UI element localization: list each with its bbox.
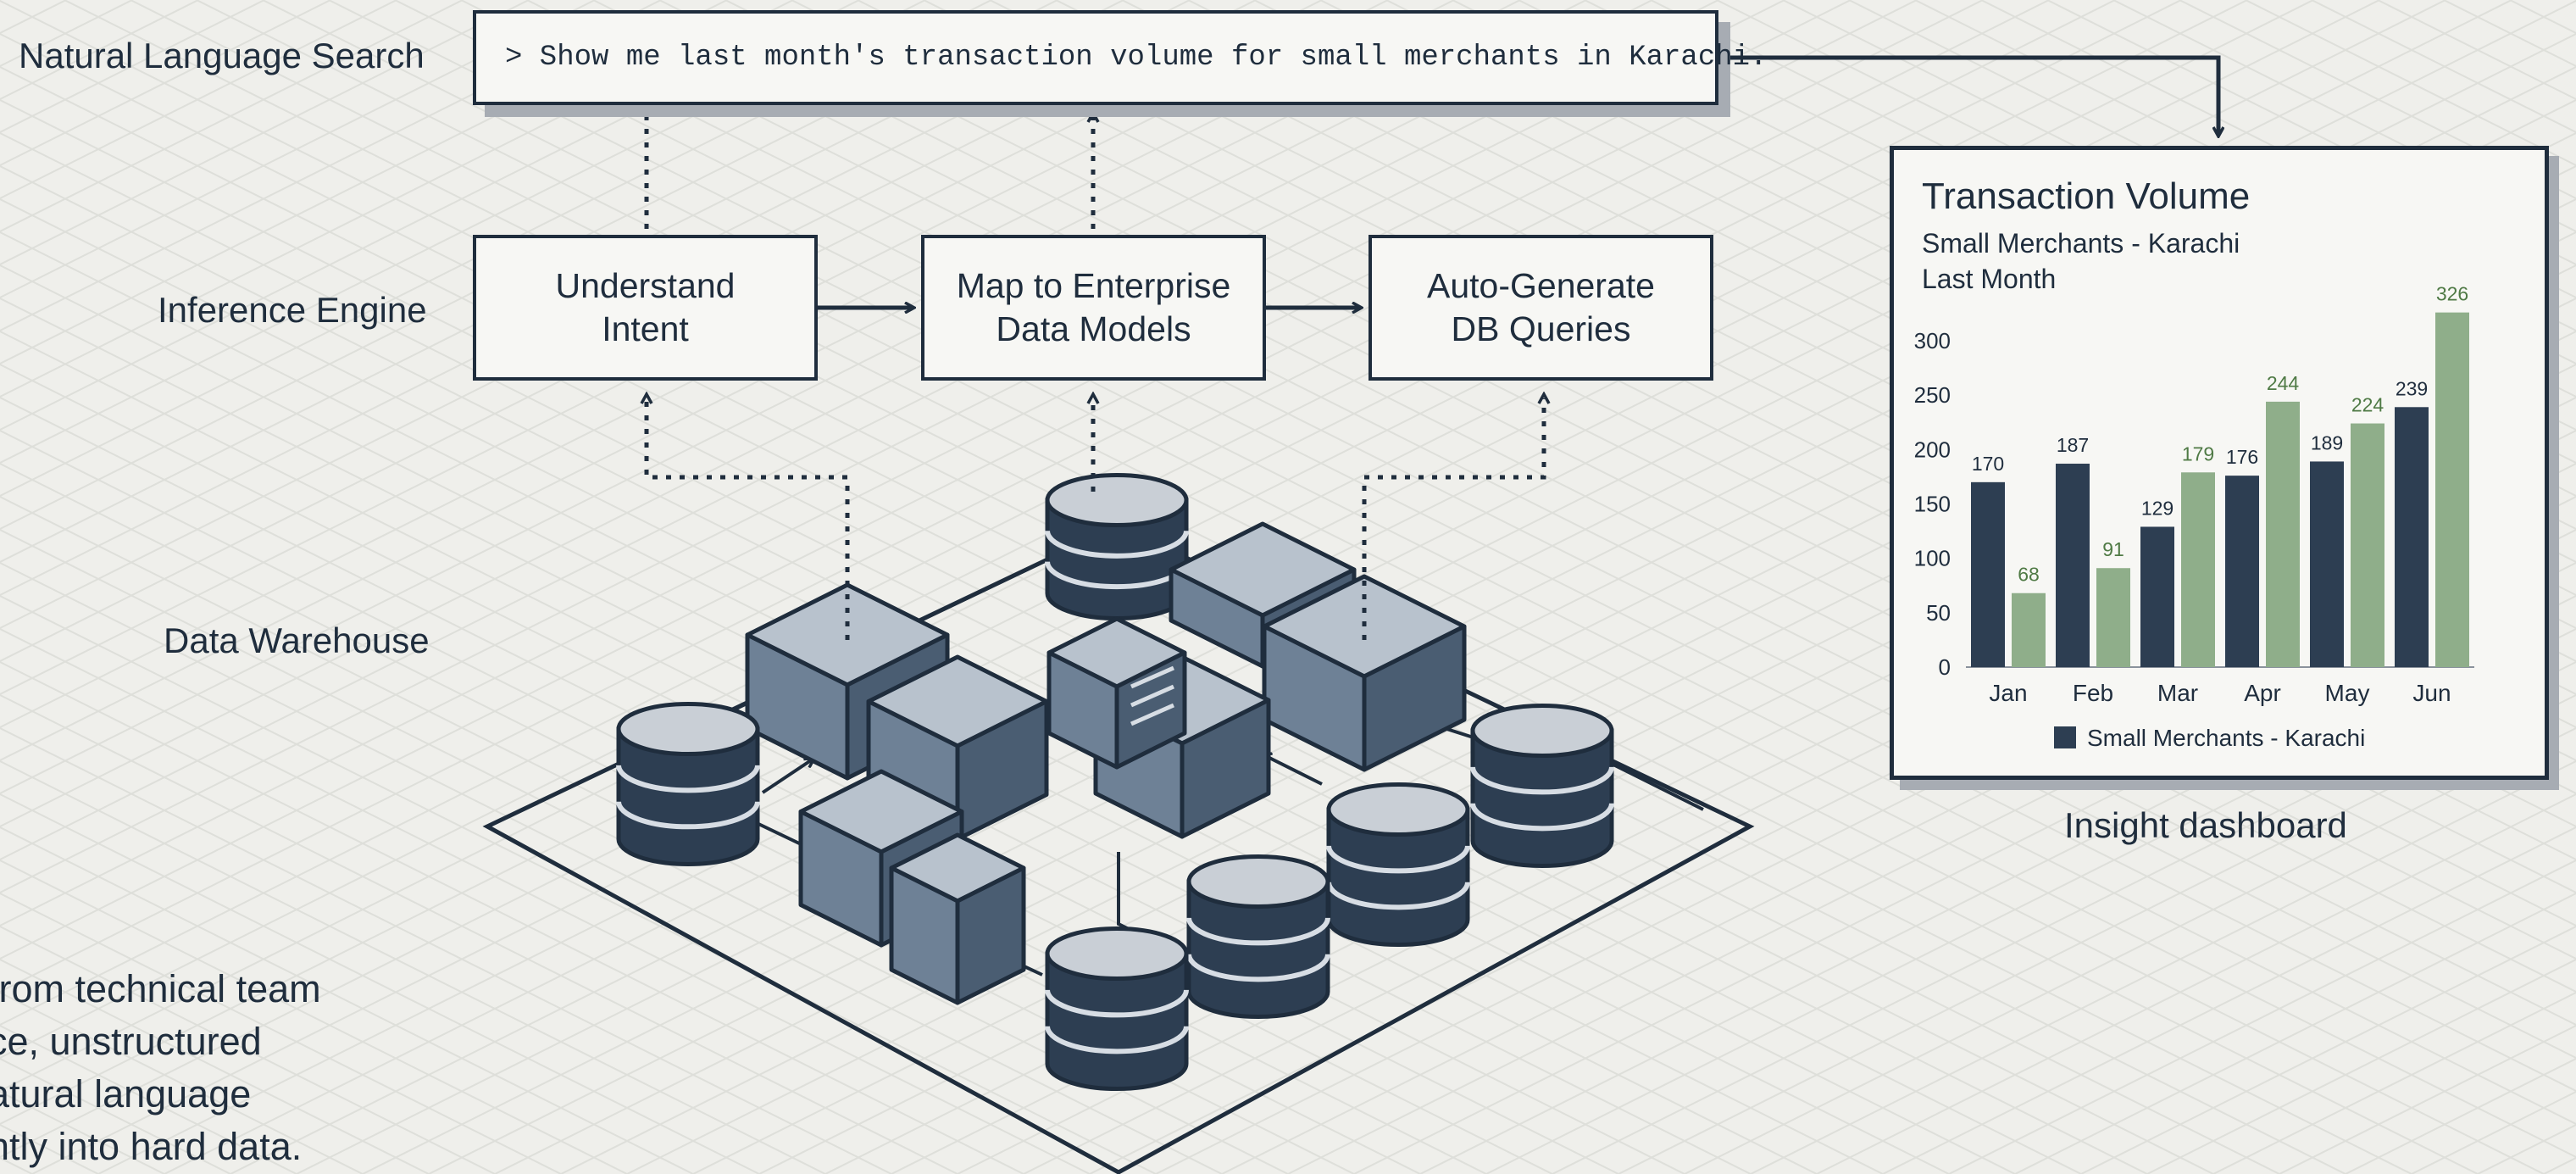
- dashboard-title: Transaction Volume: [1922, 175, 2251, 217]
- data-cube: [889, 832, 1026, 1005]
- y-tick-label: 50: [1926, 600, 1951, 626]
- x-tick-label: May: [2325, 680, 2370, 706]
- engine-step-line1: Map to Enterprise: [956, 266, 1231, 305]
- bar-value-label: 187: [2057, 434, 2089, 456]
- dotted-flows: [647, 112, 1544, 640]
- database-cylinder: [1470, 703, 1614, 868]
- bar-value-label: 239: [2396, 377, 2428, 399]
- bar: [2096, 568, 2130, 667]
- database-cylinder: [616, 701, 760, 866]
- dashboard-caption: Insight dashboard: [2064, 805, 2347, 845]
- description-line: atural language: [0, 1072, 252, 1116]
- y-tick-label: 0: [1939, 654, 1951, 680]
- y-tick-label: 300: [1914, 328, 1951, 353]
- x-tick-label: Jan: [1989, 680, 2027, 706]
- bar: [2351, 423, 2384, 667]
- x-tick-label: Mar: [2157, 680, 2198, 706]
- bar-value-label: 129: [2141, 497, 2174, 519]
- layer-label-search: Natural Language Search: [19, 36, 425, 75]
- bar: [1971, 481, 2005, 667]
- bar-value-label: 189: [2311, 431, 2343, 453]
- bar: [2056, 464, 2090, 667]
- bar-value-label: 68: [2018, 564, 2040, 586]
- bar-value-label: 244: [2267, 372, 2300, 394]
- description-line: from technical team: [0, 967, 321, 1010]
- engine-step-line1: Auto-Generate: [1427, 266, 1655, 305]
- database-cylinder: [1045, 926, 1189, 1091]
- bar-value-label: 224: [2351, 394, 2384, 416]
- solid-flows: [818, 55, 2218, 308]
- y-tick-label: 200: [1914, 437, 1951, 462]
- y-tick-label: 150: [1914, 492, 1951, 517]
- insight-dashboard-panel: Transaction Volume Small Merchants - Kar…: [1890, 146, 2549, 780]
- bar: [2181, 472, 2215, 667]
- database-cylinder: [1045, 472, 1189, 620]
- x-tick-label: Feb: [2073, 680, 2113, 706]
- description-line: ntly into hard data.: [0, 1125, 303, 1168]
- description-line: ce, unstructured: [0, 1020, 262, 1063]
- legend-label: Small Merchants - Karachi: [2087, 725, 2365, 751]
- x-tick-label: Apr: [2244, 680, 2281, 706]
- layer-label-engine: Inference Engine: [158, 290, 427, 330]
- database-cylinder: [1186, 854, 1330, 1019]
- bar: [2225, 476, 2259, 667]
- y-tick-label: 100: [1914, 546, 1951, 571]
- engine-step-generate-queries: Auto-Generate DB Queries: [1368, 235, 1713, 381]
- bar: [2012, 593, 2046, 667]
- engine-step-line2: Data Models: [996, 309, 1191, 348]
- search-input[interactable]: > Show me last month's transaction volum…: [473, 10, 1767, 105]
- search-query-text: > Show me last month's transaction volum…: [505, 42, 1768, 74]
- bar: [2266, 401, 2300, 667]
- description-text: from technical team ce, unstructured atu…: [0, 963, 321, 1173]
- bar: [2310, 461, 2344, 667]
- layer-label-warehouse: Data Warehouse: [164, 620, 430, 660]
- x-tick-label: Jun: [2412, 680, 2451, 706]
- bar-value-label: 91: [2102, 538, 2124, 560]
- engine-step-line2: Intent: [602, 309, 689, 348]
- legend-swatch: [2054, 726, 2076, 748]
- bar-value-label: 170: [1972, 453, 2004, 475]
- y-tick-label: 250: [1914, 382, 1951, 408]
- dashboard-subtitle: Small Merchants - Karachi: [1922, 228, 2240, 259]
- chart-legend: Small Merchants - Karachi: [2054, 725, 2365, 751]
- bar: [2140, 526, 2174, 667]
- database-cylinder: [1326, 782, 1470, 947]
- server-cube: [1046, 616, 1187, 770]
- bar-value-label: 326: [2436, 283, 2468, 305]
- bar: [2395, 407, 2429, 667]
- dashboard-period: Last Month: [1922, 264, 2057, 294]
- engine-step-line1: Understand: [555, 266, 736, 305]
- bar: [2435, 312, 2469, 667]
- engine-step-line2: DB Queries: [1451, 309, 1631, 348]
- bar-value-label: 179: [2182, 442, 2214, 465]
- bar-value-label: 176: [2226, 446, 2258, 468]
